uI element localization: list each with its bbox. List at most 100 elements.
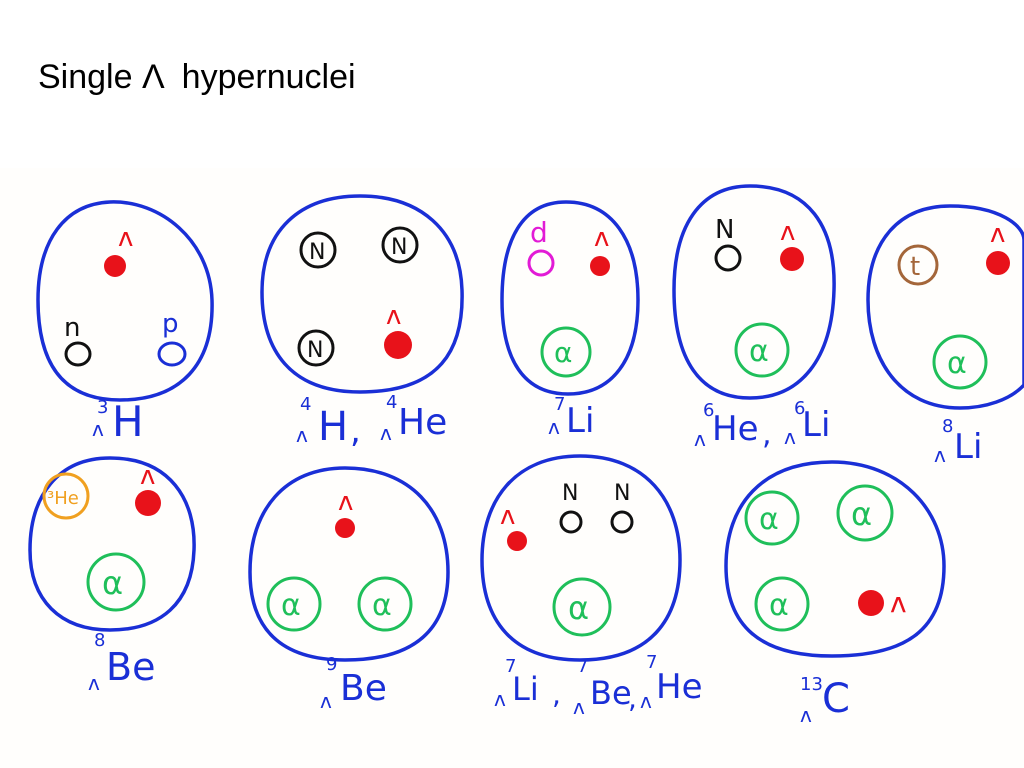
deuteron-label: d [530,216,548,249]
alpha-particle [836,484,894,542]
alpha-label: α [759,502,779,537]
mass-number: 7 [505,656,516,677]
lambda-subscript: ʌ [494,687,506,711]
mass-number: 7 [554,394,565,415]
separator-comma: , [552,678,561,711]
alpha-particle [357,576,413,632]
nucleus-boundary [480,454,682,662]
nucleus-label-h4-he4: 4 ʌ H , 4 ʌ He [296,392,447,451]
alpha-label: α [102,564,123,602]
alpha-label: α [372,588,392,623]
lambda-subscript: ʌ [88,671,100,695]
alpha-particle [552,577,612,637]
lambda-subscript: ʌ [296,423,308,447]
separator-comma: , [762,417,772,452]
lambda-label: ʌ [990,219,1005,249]
nucleus-label-h3: 3 ʌ H [92,397,144,446]
nucleus-c13: α α α ʌ [724,460,946,658]
lambda-label: ʌ [140,461,155,491]
alpha-label: α [749,334,769,369]
proton-label: p [162,309,179,339]
helium3-particle [42,472,90,520]
neutron-particle [559,510,583,534]
alpha-label: α [851,495,872,533]
lambda-particle [858,590,884,616]
lambda-subscript: ʌ [934,443,946,467]
mass-number: 7 [646,652,657,673]
lambda-particle [507,531,527,551]
neutron-label: N [715,215,734,245]
alpha-particle [734,322,790,378]
mass-number: 13 [800,674,823,695]
element-symbol: Li [566,401,594,441]
nucleus-boundary [672,184,836,400]
nucleus-he6-li6: N ʌ α [672,184,836,400]
lambda-label: ʌ [338,487,353,517]
mass-number: 4 [300,394,311,415]
lambda-label: ʌ [118,223,133,253]
alpha-particle [266,576,322,632]
triton-label: t [910,252,920,282]
nucleus-label-be9: 9 ʌ Be [320,654,387,713]
alpha-particle [932,334,988,390]
neutron-particle [64,341,92,367]
nucleus-boundary [28,456,196,632]
mass-number: 4 [386,392,397,413]
mass-number: 3 [97,397,108,418]
lambda-label: ʌ [890,586,907,619]
mass-number: 6 [794,398,805,419]
lambda-particle [135,490,161,516]
alpha-particle [754,576,810,632]
element-symbol: H [112,397,144,446]
neutron-label: n [64,313,80,343]
nucleus-label-li7-be7-he7: 7 ʌ Li , 7 ʌ Be , 7 ʌ He [494,652,702,719]
neutron-label: N [309,240,325,265]
nucleus-li8: t ʌ α [866,204,1024,410]
lambda-subscript: ʌ [548,415,560,439]
alpha-particle [744,490,800,546]
lambda-particle [384,331,412,359]
nucleus-boundary [248,466,450,662]
nucleus-li7-be7-he7: ʌ N N α [480,454,682,662]
element-symbol: Be [106,645,155,689]
lambda-label: ʌ [500,501,515,531]
neutron-particle [381,226,419,264]
lambda-subscript: ʌ [800,703,812,727]
nucleus-label-be8: 8 ʌ Be [88,630,155,695]
lambda-subscript: ʌ [784,425,796,449]
element-symbol: Be [590,674,632,712]
neutron-label: N [562,481,578,506]
page-title: Single Λ hypernuclei [38,58,356,96]
nucleus-h3: ʌ n p [36,200,214,402]
element-symbol: He [398,402,447,443]
mass-number: 7 [577,656,588,677]
nucleus-li7-d: d ʌ α [500,200,640,396]
lambda-particle [590,256,610,276]
neutron-label: N [614,481,630,506]
lambda-label: ʌ [594,223,609,253]
lambda-particle [986,251,1010,275]
alpha-label: α [568,589,589,627]
element-symbol: Li [954,427,982,467]
nucleus-be9: ʌ α α [248,466,450,662]
nucleus-boundary [36,200,214,402]
nucleus-boundary [500,200,640,396]
element-symbol: Li [512,670,539,708]
lambda-subscript: ʌ [320,689,332,713]
nucleus-boundary [260,194,464,394]
separator-comma: , [350,411,361,451]
nucleus-label-li7a: 7 ʌ Li [548,394,594,441]
element-symbol: C [822,676,850,722]
nucleus-boundary [866,204,1024,410]
alpha-label: α [947,346,967,381]
deuteron-particle [527,249,555,277]
alpha-label: α [769,588,789,623]
alpha-particle [86,552,146,612]
separator-comma: , [628,682,637,715]
lambda-label: ʌ [386,301,401,331]
lambda-particle [335,518,355,538]
neutron-particle [714,244,742,272]
mass-number: 8 [94,630,105,651]
element-symbol: He [712,409,758,449]
